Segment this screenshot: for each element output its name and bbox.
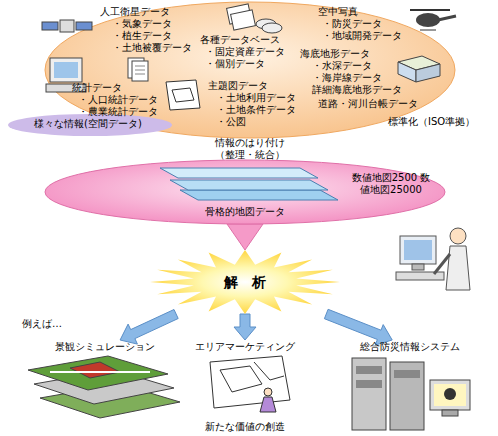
flow-arrow: [120, 310, 178, 345]
flow-arrow: [227, 224, 263, 250]
server-rack: [390, 362, 424, 430]
map-layers: [170, 180, 328, 190]
document-icon: [128, 58, 148, 81]
operator-figure: [412, 264, 424, 270]
helicopter-icon: [438, 16, 456, 20]
data-label: ・土地被覆データ: [112, 42, 192, 54]
data-label: 主題図データ: [208, 80, 268, 92]
data-label: ・人口統計データ: [78, 94, 158, 106]
flow-arrow: [234, 314, 256, 340]
helicopter-icon: [416, 13, 440, 27]
operator-figure: [446, 246, 470, 290]
data-label: 海底地形データ: [300, 48, 370, 60]
data-label: ・土地条件データ: [216, 104, 296, 116]
server-rack: [352, 358, 470, 430]
area-map: [220, 362, 284, 392]
server-rack: [442, 410, 458, 416]
operator-figure: [396, 272, 444, 280]
data-label: 例えば…: [22, 318, 62, 330]
satellite-icon: [60, 20, 74, 32]
data-label: ・農業統計データ: [78, 106, 158, 118]
data-label: ・防災データ: [322, 18, 382, 30]
operator-figure: [434, 254, 450, 274]
base-map-ellipse: [45, 160, 445, 224]
server-rack: [352, 358, 386, 430]
data-label: 新たな価値の創造: [205, 421, 285, 433]
output-heading: エリアマーケティング: [193, 340, 297, 354]
seafloor-icon: [416, 64, 440, 82]
data-label: 詳細海底地形データ: [312, 84, 402, 96]
output-heading: 総合防災情報システム: [358, 340, 462, 354]
server-rack: [444, 388, 456, 400]
data-label: ・土地利用データ: [216, 92, 296, 104]
data-label: 標準化（ISO準拠）: [388, 116, 475, 128]
diagram-node: 総合防災情報システム: [358, 340, 462, 354]
computer-icon: [54, 62, 78, 78]
helicopter-icon: [420, 30, 436, 31]
node-text: 解 析: [224, 274, 266, 290]
map-layers: [160, 168, 318, 178]
server-rack: [394, 370, 420, 378]
satellite-icon: [76, 22, 92, 30]
helicopter-icon: [410, 9, 450, 11]
seafloor-icon: [398, 56, 440, 82]
output-heading: 景観シミュレーション: [53, 340, 157, 354]
landscape-layers: [70, 362, 120, 378]
info-band: [8, 114, 172, 136]
data-label: ・海岸線データ: [312, 72, 382, 84]
node-text: 様々な情報(空間データ): [30, 117, 146, 131]
helicopter-icon: [410, 10, 456, 30]
server-rack: [356, 380, 382, 388]
map-icon: [166, 80, 200, 110]
area-map: [264, 388, 272, 396]
computer-icon: [50, 58, 82, 82]
landscape-layers: [50, 371, 150, 373]
server-rack: [356, 366, 382, 374]
analysis-burst: [150, 250, 340, 314]
diagram-node: エリアマーケティング: [193, 340, 297, 354]
data-label: 道路・河川台帳データ: [318, 98, 418, 110]
diagram-node: 景観シミュレーション: [53, 340, 157, 354]
data-label: 人工衛星データ: [100, 6, 170, 18]
data-label: ・植生データ: [112, 30, 172, 42]
data-label: ・水深データ: [312, 60, 372, 72]
node-text: 骨格的地図データ: [205, 206, 285, 218]
operator-figure: [400, 236, 436, 264]
data-label: 空中写真: [318, 6, 358, 18]
area-map: [210, 356, 290, 412]
satellite-icon: [42, 22, 58, 30]
satellite-icon: [42, 20, 92, 32]
operator-figure: [396, 228, 470, 290]
area-map: [260, 397, 276, 412]
data-label: ・公図: [216, 116, 246, 128]
data-label: ・固定資産データ: [205, 46, 285, 58]
server-rack: [434, 384, 466, 406]
database-icon: [227, 4, 282, 33]
landscape-layers: [28, 356, 168, 390]
data-label: ・個別データ: [205, 58, 265, 70]
operator-figure: [450, 228, 466, 244]
map-icon: [166, 80, 200, 110]
seafloor-icon: [398, 62, 416, 82]
document-icon: [135, 66, 145, 74]
operator-figure: [404, 240, 432, 260]
area-map: [210, 356, 290, 408]
data-label: ・気象データ: [112, 18, 172, 30]
database-icon: [262, 23, 282, 33]
landscape-layers: [28, 356, 180, 418]
data-label: ・地域開発データ: [322, 30, 402, 42]
database-icon: [231, 10, 256, 30]
map-layers: [180, 190, 338, 200]
data-label: 各種データベース: [200, 34, 280, 46]
node-text: 数値地図2500 数値地図25000: [350, 172, 432, 196]
data-label: 統計データ: [72, 82, 122, 94]
flow-arrow: [324, 309, 392, 345]
map-icon: [172, 88, 194, 102]
node-text: 情報のはり付け （整理・統合）: [210, 137, 290, 161]
diagram-node: 数値地図2500 数値地図25000 骨格的地図データ: [45, 160, 445, 224]
document-icon: [132, 61, 148, 81]
diagram-node: 解 析: [150, 250, 340, 314]
server-rack: [430, 380, 470, 410]
